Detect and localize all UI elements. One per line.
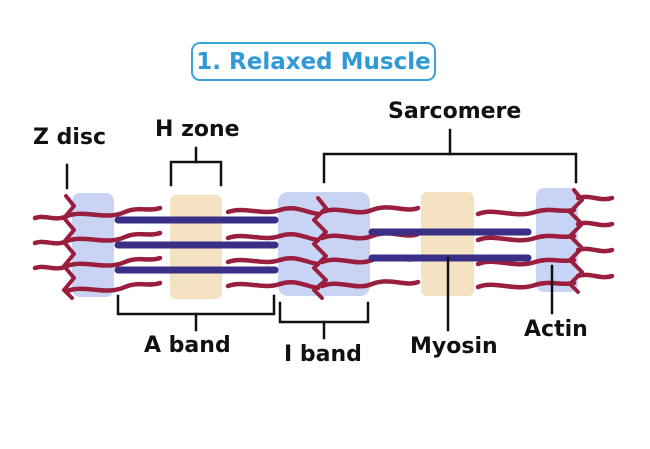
z-discs — [62, 188, 584, 300]
actin-label: Actin — [524, 317, 588, 342]
myosin-filaments — [114, 216, 532, 274]
i-band-label: I band — [284, 342, 362, 367]
z-region-middle — [278, 192, 370, 296]
z-disc-right — [568, 188, 584, 294]
myosin-label: Myosin — [410, 334, 498, 359]
z-region-left — [72, 193, 114, 297]
z-disc-label: Z disc — [33, 125, 107, 150]
z-disc-middle — [312, 196, 328, 300]
z-region-right — [536, 188, 578, 292]
a-band-label: A band — [144, 333, 231, 358]
sarcomere-label: Sarcomere — [388, 99, 522, 124]
z-disc-left — [62, 194, 76, 300]
h-zone-right — [421, 192, 474, 296]
brackets — [65, 128, 578, 340]
h-zone-label: H zone — [155, 117, 240, 142]
diagram-title: 1. Relaxed Muscle — [191, 42, 436, 81]
